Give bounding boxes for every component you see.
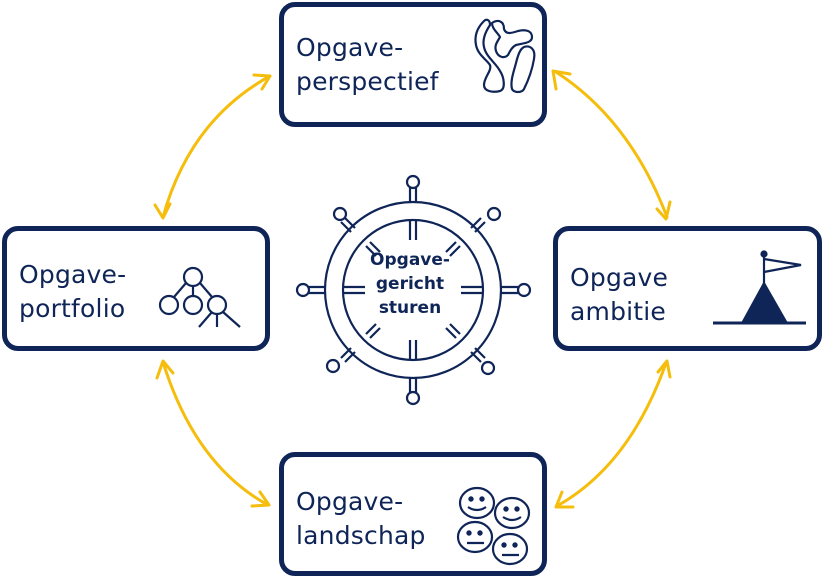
center-label-line-1: Opgave-	[370, 250, 450, 270]
smiley-faces-icon	[456, 486, 531, 566]
card-opgave-portfolio[interactable]: Opgave- portfolio	[2, 226, 270, 351]
wheel-inner-rim	[341, 218, 485, 362]
card-opgave-landschap[interactable]: Opgave- landschap	[279, 452, 547, 576]
smiley-face-happy-1	[458, 486, 496, 520]
card-label: Opgave- perspectief	[296, 31, 439, 99]
center-label-line-2: gericht	[375, 274, 445, 294]
smiley-face-neutral-1	[456, 520, 494, 554]
arrow-right-bottom	[554, 359, 672, 509]
arrow-top-right	[551, 69, 672, 221]
card-label: Opgave- portfolio	[19, 258, 126, 326]
card-opgave-ambitie[interactable]: Opgave ambitie	[553, 226, 822, 351]
arrow-left-bottom	[155, 359, 271, 508]
card-label: Opgave ambitie	[570, 261, 668, 329]
card-label-line-2: landschap	[296, 521, 426, 550]
mountain-flag-icon	[713, 250, 806, 325]
smiley-face-happy-2	[493, 496, 531, 530]
map-regions-icon	[474, 18, 536, 94]
card-label-line-2: perspectief	[296, 67, 439, 96]
tree-hierarchy-icon	[158, 266, 241, 328]
card-label-line-2: ambitie	[570, 297, 667, 326]
card-label-line-2: portfolio	[19, 294, 126, 323]
wheel-outer-rim	[323, 200, 503, 380]
card-label: Opgave- landschap	[296, 485, 426, 553]
wheel-spokes	[295, 174, 532, 406]
card-label-line-1: Opgave-	[296, 487, 404, 516]
arrow-left-top	[153, 73, 272, 220]
center-label: Opgave- gericht sturen	[340, 248, 480, 320]
card-label-line-1: Opgave-	[19, 260, 127, 289]
center-label-line-3: sturen	[378, 298, 442, 318]
card-label-line-1: Opgave	[570, 263, 669, 292]
card-opgave-perspectief[interactable]: Opgave- perspectief	[279, 2, 547, 127]
smiley-face-neutral-2	[491, 532, 529, 566]
card-label-line-1: Opgave-	[296, 33, 404, 62]
